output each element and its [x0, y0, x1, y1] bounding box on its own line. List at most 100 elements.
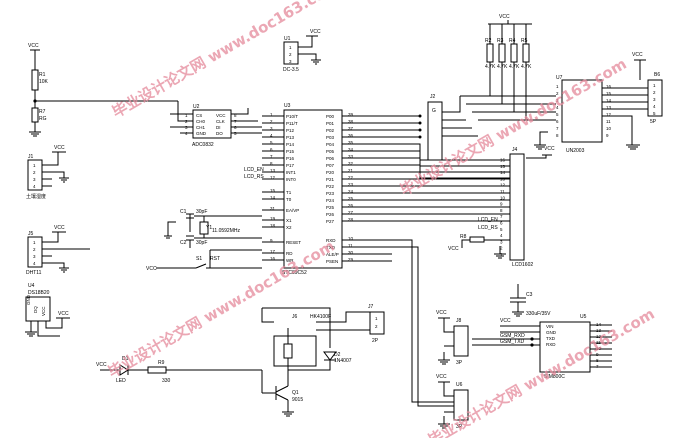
- svg-text:19: 19: [270, 216, 276, 221]
- svg-text:36: 36: [348, 133, 354, 138]
- svg-text:6: 6: [556, 119, 559, 124]
- svg-text:VCC: VCC: [499, 14, 510, 20]
- svg-text:9015: 9015: [292, 397, 303, 403]
- rpack-ref-0: R2: [485, 38, 492, 44]
- svg-text:U5: U5: [580, 314, 587, 320]
- svg-text:5P: 5P: [650, 119, 657, 125]
- svg-text:12: 12: [500, 183, 506, 188]
- svg-text:3: 3: [556, 98, 559, 103]
- u3-pout-12: P24: [326, 198, 335, 203]
- rg-ref: R7: [39, 109, 46, 115]
- svg-text:GSM_RXD: GSM_RXD: [500, 333, 525, 339]
- u3-pin-5: P15: [286, 149, 295, 154]
- u3-pin-9: INT0: [286, 177, 296, 182]
- svg-text:2: 2: [375, 324, 378, 329]
- svg-text:30: 30: [348, 250, 354, 255]
- svg-text:21: 21: [348, 168, 354, 173]
- svg-text:VCC: VCC: [146, 266, 157, 272]
- svg-text:330: 330: [162, 378, 171, 384]
- svg-text:C2: C2: [180, 240, 187, 246]
- u3-pin-0: P10/T: [286, 114, 298, 119]
- u3-pout-11: P23: [326, 191, 335, 196]
- svg-text:CH0: CH0: [196, 119, 205, 124]
- svg-text:CH1: CH1: [196, 125, 205, 130]
- u3-pout-6: P06: [326, 156, 335, 161]
- svg-text:26: 26: [348, 203, 354, 208]
- svg-text:VCC: VCC: [310, 29, 321, 35]
- svg-text:1: 1: [653, 83, 656, 88]
- svg-text:18: 18: [270, 223, 276, 228]
- svg-text:16: 16: [500, 158, 506, 163]
- svg-text:23: 23: [348, 182, 354, 187]
- svg-text:25: 25: [348, 196, 354, 201]
- svg-text:13: 13: [606, 105, 612, 110]
- j1-label: 土壤湿度: [26, 193, 46, 200]
- svg-text:VIN: VIN: [546, 324, 554, 329]
- svg-text:VCC: VCC: [28, 43, 39, 49]
- svg-text:1: 1: [556, 84, 559, 89]
- svg-text:TXD: TXD: [546, 336, 556, 341]
- svg-text:CS: CS: [196, 113, 202, 118]
- u3-part: STC89C52: [282, 270, 307, 276]
- rpack-ref-1: R3: [497, 38, 504, 44]
- u7-part: UN2003: [566, 148, 585, 154]
- svg-text:5: 5: [270, 140, 273, 145]
- u3-pout-1: P01: [326, 121, 335, 126]
- svg-text:LCD_RS: LCD_RS: [478, 225, 498, 231]
- u3-pin-3: P13: [286, 135, 295, 140]
- u3-pin-15: RESET: [286, 240, 301, 245]
- svg-text:4: 4: [33, 261, 36, 266]
- u3-pin-6: P16: [286, 156, 295, 161]
- svg-text:J8: J8: [456, 318, 462, 324]
- svg-text:C3: C3: [526, 292, 533, 298]
- gsm-module: C3 330uF/35V U5 VIN GND TXD RXD SIM800C …: [472, 284, 612, 380]
- svg-text:VCC: VCC: [632, 52, 643, 58]
- svg-text:6: 6: [270, 147, 273, 152]
- svg-text:RST: RST: [210, 256, 220, 262]
- light-sensor-divider: VCC R1 10K R7 RG: [28, 43, 178, 137]
- svg-text:3: 3: [289, 59, 292, 64]
- u3-pin-4: P14: [286, 142, 295, 147]
- svg-text:3P: 3P: [456, 360, 463, 366]
- svg-text:39: 39: [348, 112, 354, 117]
- svg-text:VCC: VCC: [96, 362, 107, 368]
- svg-text:30pF: 30pF: [196, 240, 207, 246]
- svg-text:8: 8: [556, 133, 559, 138]
- watermark-1: 毕业设计论文网 www.doc163.com: [109, 0, 342, 121]
- u3-pout-13: P25: [326, 205, 335, 210]
- svg-text:R9: R9: [158, 360, 165, 366]
- svg-text:U6: U6: [456, 382, 463, 388]
- svg-text:9: 9: [500, 202, 503, 207]
- svg-text:2: 2: [33, 170, 36, 175]
- svg-text:1: 1: [33, 163, 36, 168]
- svg-text:GND: GND: [196, 131, 207, 136]
- svg-text:DQ: DQ: [33, 306, 38, 313]
- svg-text:34: 34: [348, 147, 354, 152]
- u5-part: SIM800C: [544, 374, 565, 380]
- svg-text:HK4100F: HK4100F: [310, 314, 331, 320]
- svg-text:C1: C1: [180, 209, 187, 215]
- rg-value: RG: [39, 116, 47, 122]
- svg-text:J7: J7: [368, 304, 374, 310]
- u3-pout-17: TXD: [326, 245, 336, 250]
- svg-text:2: 2: [270, 119, 273, 124]
- svg-text:3: 3: [33, 177, 36, 182]
- dht11-j5: J5 1 2 3 4 VCC DHT11: [26, 225, 90, 276]
- svg-text:15: 15: [270, 188, 276, 193]
- svg-text:LCD_EN: LCD_EN: [478, 217, 498, 223]
- svg-text:37: 37: [348, 126, 354, 131]
- u3-pout-3: P03: [326, 135, 335, 140]
- svg-text:S1: S1: [196, 256, 202, 262]
- svg-text:G: G: [432, 108, 436, 114]
- svg-text:J1: J1: [28, 154, 34, 160]
- svg-text:35: 35: [348, 140, 354, 145]
- svg-text:RXD: RXD: [546, 342, 556, 347]
- u3-pout-18: ALE/P: [326, 252, 339, 257]
- u3-pout-7: P07: [326, 163, 335, 168]
- svg-text:3: 3: [653, 97, 656, 102]
- svg-text:16: 16: [606, 84, 612, 89]
- svg-text:33: 33: [348, 154, 354, 159]
- svg-text:15: 15: [606, 91, 612, 96]
- svg-text:12: 12: [606, 112, 612, 117]
- svg-text:VCC: VCC: [58, 311, 69, 317]
